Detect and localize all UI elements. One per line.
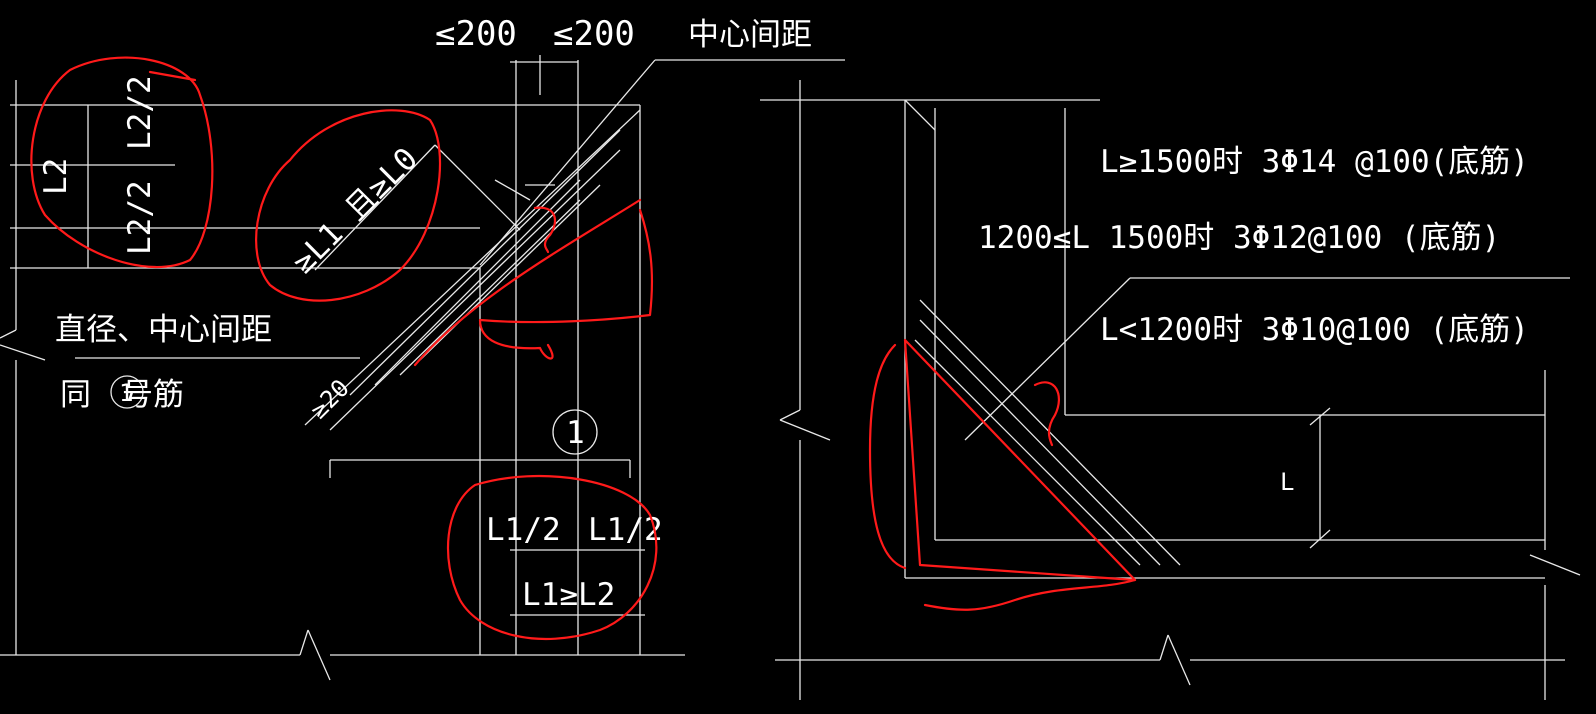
right-detail-linework <box>760 80 1581 700</box>
red-markup-annotations <box>30 56 1137 641</box>
label-diag-small: ≥20 <box>304 374 354 424</box>
circle-ref-left: 1 <box>119 379 133 407</box>
circle-ref-mid: 1 <box>566 415 585 451</box>
rule-1200-1500: 1200≤L 1500时 3Φ12@100 (底筋) <box>978 220 1500 256</box>
left-detail-text: ≤200 ≤200 中心间距 L2 L2/2 L2/2 ≥L1 且≥L0 直径、… <box>38 14 812 613</box>
label-l2-half-bottom: L2/2 <box>122 180 158 255</box>
markup-bracket-left <box>478 208 654 360</box>
rule-l-lt-1200: L<1200时 3Φ10@100 (底筋) <box>1100 312 1529 348</box>
dim-le200-b: ≤200 <box>553 14 635 54</box>
markup-question-left <box>533 206 557 254</box>
label-diameter-spacing: 直径、中心间距 <box>55 312 272 348</box>
label-l1-ge-l2: L1≥L2 <box>522 577 615 613</box>
markup-bracket-right <box>868 343 1137 611</box>
markup-circle-diagonal <box>255 109 442 302</box>
label-same-as-bar: 号筋 <box>122 377 184 413</box>
left-detail-linework <box>0 55 845 681</box>
label-l1-half-a: L1/2 <box>486 512 561 548</box>
dim-le200-a: ≤200 <box>435 14 517 54</box>
label-same-as: 同 <box>60 377 91 413</box>
markup-diagonal-stroke-left <box>413 198 642 367</box>
right-detail-text: L≥1500时 3Φ14 @100(底筋) 1200≤L 1500时 3Φ12@… <box>978 144 1529 496</box>
markup-circle-l2 <box>30 56 214 269</box>
markup-triangle-right <box>903 338 1137 582</box>
markup-circle-l1 <box>446 475 658 641</box>
label-center-spacing: 中心间距 <box>688 17 812 53</box>
label-l-dimension: L <box>1280 468 1294 496</box>
rule-l-ge-1500: L≥1500时 3Φ14 @100(底筋) <box>1100 144 1529 180</box>
label-l2-half-top: L2/2 <box>122 75 158 150</box>
markup-question-right <box>1033 381 1060 447</box>
label-diagonal-length: ≥L1 且≥L0 <box>285 141 425 281</box>
label-l2: L2 <box>38 158 74 195</box>
